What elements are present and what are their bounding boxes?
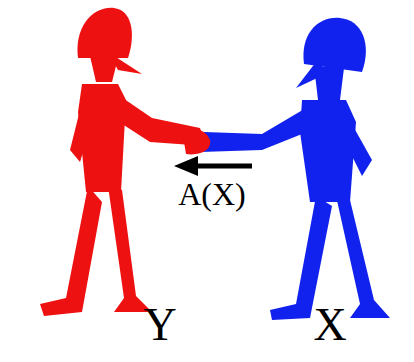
head [77,8,131,58]
arm [200,108,312,152]
leg [108,186,152,312]
label: A(X) [178,178,246,210]
label: X [313,302,346,348]
neck [314,66,344,100]
leg [336,196,390,318]
arrow-head [174,156,198,176]
torso [300,100,356,202]
arrow-shaft [196,164,252,169]
arm [70,94,94,162]
leg [40,186,102,316]
hand [182,128,210,154]
figure-y [40,8,206,316]
head [303,18,365,72]
label: Y [143,302,176,348]
arm [340,110,372,176]
figure-x [200,18,390,320]
neck [90,56,118,82]
